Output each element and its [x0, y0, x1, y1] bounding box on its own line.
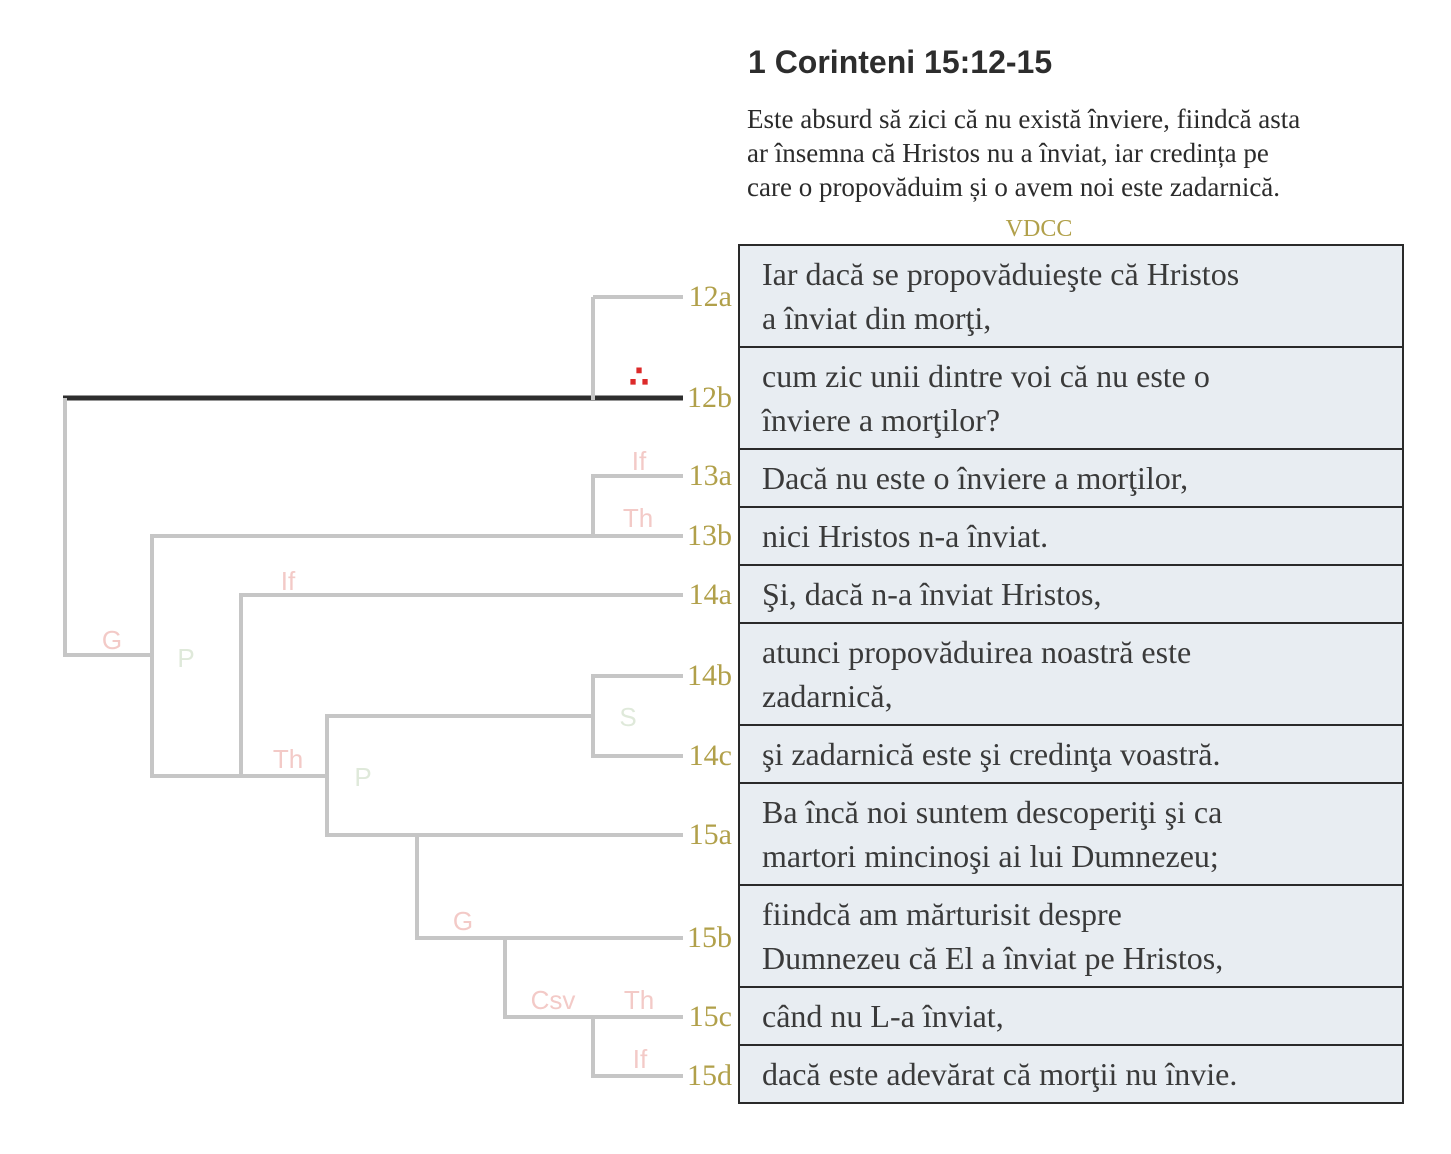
clause-ref-15c: 15c [688, 1000, 732, 1033]
connector-label-csv-9[interactable]: Csv [530, 985, 576, 1015]
verse-row-15c[interactable]: când nu L-a înviat, [740, 988, 1402, 1046]
passage-summary: Este absurd să zici că nu există înviere… [747, 104, 1301, 202]
connector-label-th-1[interactable]: Th [622, 503, 654, 533]
connector-label-p-4[interactable]: P [177, 643, 195, 673]
connector-label-if-0[interactable]: If [631, 446, 647, 476]
verse-row-15d[interactable]: dacă este adevărat că morţii nu învie. [740, 1046, 1402, 1102]
clause-ref-14c: 14c [688, 739, 732, 772]
verse-row-15b[interactable]: fiindcă am mărturisit despre Dumnezeu că… [740, 886, 1402, 988]
bracket-diagram [63, 295, 683, 1078]
connector-label-if-11[interactable]: If [632, 1044, 648, 1074]
translation-label[interactable]: VDCC [1005, 216, 1073, 242]
clause-ref-14a: 14a [688, 578, 732, 611]
connector-label-p-7[interactable]: P [354, 762, 372, 792]
connector-label-s-5[interactable]: S [619, 702, 637, 732]
verse-row-14a[interactable]: Şi, dacă n-a înviat Hristos, [740, 566, 1402, 624]
connector-label-th-10[interactable]: Th [623, 985, 655, 1015]
verse-table: Iar dacă se propovăduieşte că Hristos a … [738, 244, 1404, 1104]
clause-ref-15b: 15b [687, 921, 732, 954]
verse-row-14b[interactable]: atunci propovăduirea noastră este zadarn… [740, 624, 1402, 726]
verse-row-13b[interactable]: nici Hristos n-a înviat. [740, 508, 1402, 566]
connector-label-if-2[interactable]: If [280, 566, 296, 596]
verse-row-12a[interactable]: Iar dacă se propovăduieşte că Hristos a … [740, 246, 1402, 348]
clause-ref-15d: 15d [687, 1059, 732, 1092]
therefore-symbol[interactable]: ∴ [628, 360, 650, 395]
clause-ref-12b: 12b [687, 381, 732, 414]
page-title: 1 Corinteni 15:12-15 [748, 44, 1053, 80]
clause-ref-14b: 14b [687, 659, 732, 692]
clause-ref-13b: 13b [687, 519, 732, 552]
verse-row-12b[interactable]: cum zic unii dintre voi că nu este o înv… [740, 348, 1402, 450]
verse-row-14c[interactable]: şi zadarnică este şi credinţa voastră. [740, 726, 1402, 784]
verse-row-13a[interactable]: Dacă nu este o înviere a morţilor, [740, 450, 1402, 508]
connector-label-g-8[interactable]: G [452, 906, 474, 936]
clause-ref-12a: 12a [688, 280, 732, 313]
connector-label-g-3[interactable]: G [101, 625, 123, 655]
clause-ref-15a: 15a [688, 818, 732, 851]
verse-row-15a[interactable]: Ba încă noi suntem descoperiţi şi ca mar… [740, 784, 1402, 886]
clause-ref-13a: 13a [688, 459, 732, 492]
connector-label-th-6[interactable]: Th [272, 744, 304, 774]
